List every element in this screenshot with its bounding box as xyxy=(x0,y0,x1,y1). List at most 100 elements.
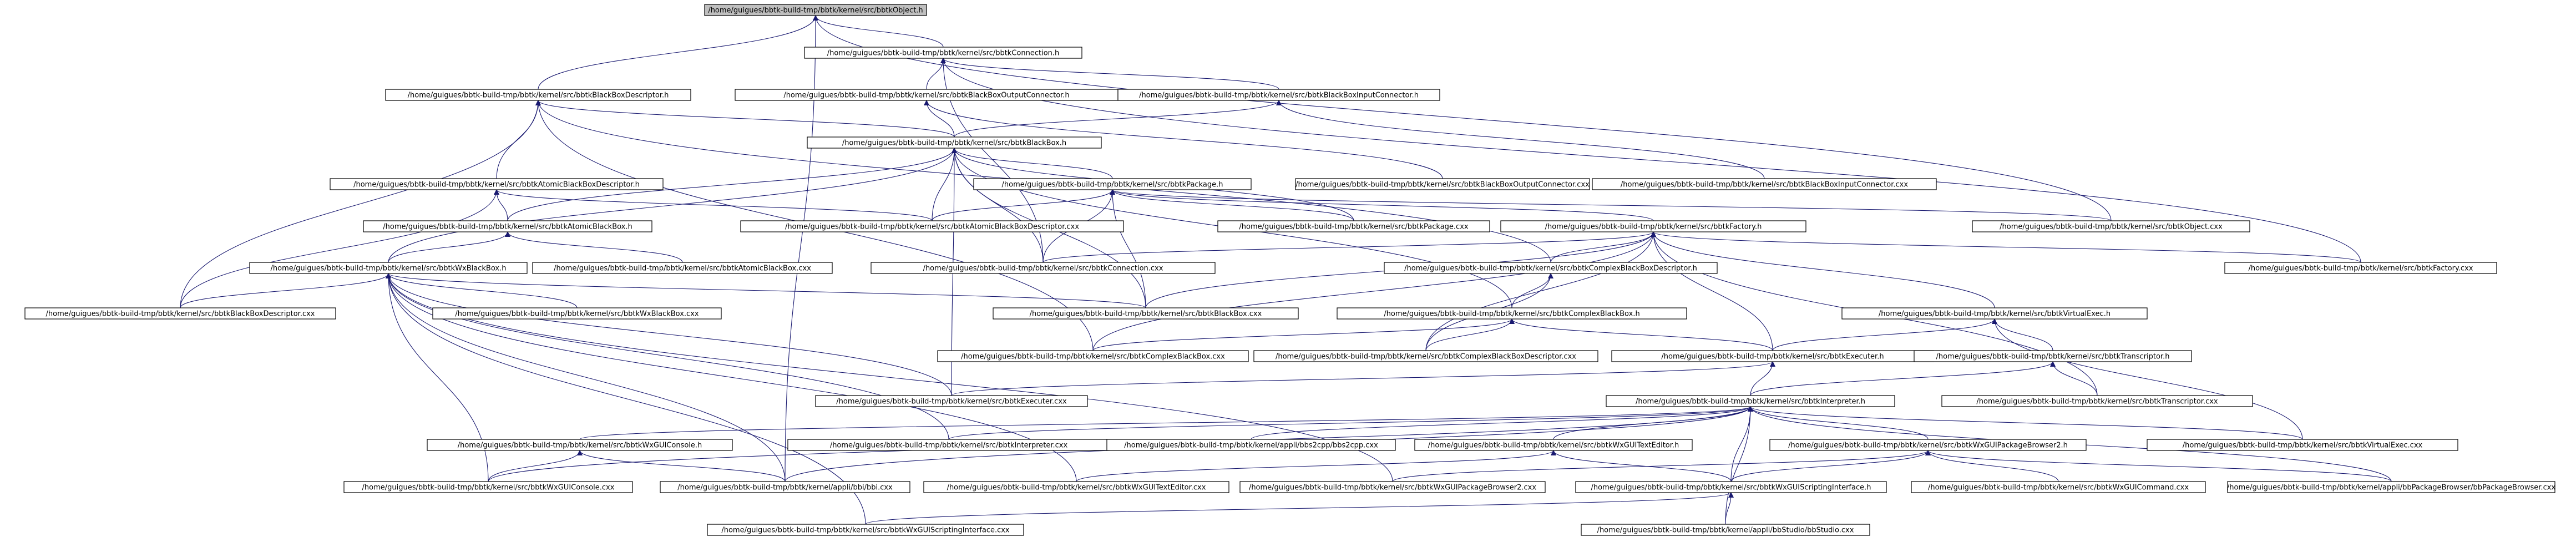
include-edge xyxy=(1110,189,1146,308)
node-label: /home/guigues/bbtk-build-tmp/bbtk/kernel… xyxy=(2249,265,2473,273)
graph-node[interactable]: /home/guigues/bbtk-build-tmp/bbtk/kernel… xyxy=(1841,307,2148,320)
graph-node[interactable]: /home/guigues/bbtk-build-tmp/bbtk/kernel… xyxy=(249,262,528,274)
node-label: /home/guigues/bbtk-build-tmp/bbtk/kernel… xyxy=(1030,310,1262,318)
include-edge xyxy=(505,231,683,263)
node-label: /home/guigues/bbtk-build-tmp/bbtk/kernel… xyxy=(1404,265,1697,273)
graph-node[interactable]: /home/guigues/bbtk-build-tmp/bbtk/kernel… xyxy=(1253,350,1598,362)
node-label: /home/guigues/bbtk-build-tmp/bbtk/kernel… xyxy=(458,442,702,450)
graph-node[interactable]: /home/guigues/bbtk-build-tmp/bbtk/kernel… xyxy=(1606,395,1895,407)
graph-node[interactable]: /home/guigues/bbtk-build-tmp/bbtk/kernel… xyxy=(1384,262,1718,274)
include-edge xyxy=(1992,318,2053,351)
node-label: /home/guigues/bbtk-build-tmp/bbtk/kernel… xyxy=(1661,353,1884,361)
graph-node[interactable]: /home/guigues/bbtk-build-tmp/bbtk/kernel… xyxy=(427,439,733,451)
node-box xyxy=(1414,439,1693,451)
node-box xyxy=(1841,307,2148,320)
include-edge xyxy=(386,273,952,396)
node-label: /home/guigues/bbtk-build-tmp/bbtk/kernel… xyxy=(455,310,699,318)
include-edge xyxy=(2050,361,2098,396)
node-box xyxy=(432,307,722,320)
include-edge xyxy=(865,492,1734,525)
node-box xyxy=(385,89,691,101)
node-label: /home/guigues/bbtk-build-tmp/bbtk/kernel… xyxy=(1295,181,1590,189)
graph-node[interactable]: /home/guigues/bbtk-build-tmp/bbtk/kernel… xyxy=(787,439,1110,451)
graph-node[interactable]: /home/guigues/bbtk-build-tmp/bbtk/kernel… xyxy=(1911,481,2206,493)
graph-node-root: /home/guigues/bbtk-build-tmp/bbtk/kernel… xyxy=(704,4,927,16)
node-box xyxy=(2147,439,2458,451)
graph-node[interactable]: /home/guigues/bbtk-build-tmp/bbtk/kernel… xyxy=(993,307,1299,320)
node-box xyxy=(1941,395,2253,407)
graph-node[interactable]: /home/guigues/bbtk-build-tmp/bbtk/kernel… xyxy=(1914,350,2192,362)
graph-node[interactable]: /home/guigues/bbtk-build-tmp/bbtk/kernel… xyxy=(24,307,336,320)
node-label: /home/guigues/bbtk-build-tmp/bbtk/kernel… xyxy=(677,484,893,492)
include-edge xyxy=(1511,273,1553,308)
graph-node[interactable]: /home/guigues/bbtk-build-tmp/bbtk/kernel… xyxy=(1575,481,1887,493)
graph-node[interactable]: /home/guigues/bbtk-build-tmp/bbtk/kernel… xyxy=(385,89,691,101)
node-box xyxy=(923,481,1229,493)
node-box xyxy=(1217,220,1490,232)
graph-node[interactable]: /home/guigues/bbtk-build-tmp/bbtk/kernel… xyxy=(740,220,1124,232)
graph-node[interactable]: /home/guigues/bbtk-build-tmp/bbtk/kernel… xyxy=(1117,89,1440,101)
graph-node[interactable]: /home/guigues/bbtk-build-tmp/bbtk/kernel… xyxy=(363,220,652,232)
graph-node[interactable]: /home/guigues/bbtk-build-tmp/bbtk/kernel… xyxy=(2227,481,2556,493)
graph-node[interactable]: /home/guigues/bbtk-build-tmp/bbtk/kernel… xyxy=(804,47,1082,59)
node-label: /home/guigues/bbtk-build-tmp/bbtk/kernel… xyxy=(1788,442,2068,450)
graph-node[interactable]: /home/guigues/bbtk-build-tmp/bbtk/kernel… xyxy=(807,136,1102,149)
graph-node[interactable]: /home/guigues/bbtk-build-tmp/bbtk/kernel… xyxy=(1611,350,1934,362)
include-edge xyxy=(1425,318,1515,351)
graph-node[interactable]: /home/guigues/bbtk-build-tmp/bbtk/kernel… xyxy=(1941,395,2253,407)
graph-node[interactable]: /home/guigues/bbtk-build-tmp/bbtk/kernel… xyxy=(735,89,1119,101)
node-layer: /home/guigues/bbtk-build-tmp/bbtk/kernel… xyxy=(24,4,2556,536)
node-box xyxy=(1106,439,1396,451)
node-box xyxy=(993,307,1299,320)
node-label: /home/guigues/bbtk-build-tmp/bbtk/kernel… xyxy=(783,92,1069,100)
graph-node[interactable]: /home/guigues/bbtk-build-tmp/bbtk/kernel… xyxy=(707,524,1024,536)
graph-node[interactable]: /home/guigues/bbtk-build-tmp/bbtk/kernel… xyxy=(1106,439,1396,451)
graph-node[interactable]: /home/guigues/bbtk-build-tmp/bbtk/kernel… xyxy=(1337,307,1687,320)
node-label: /home/guigues/bbtk-build-tmp/bbtk/kernel… xyxy=(554,265,811,273)
graph-node[interactable]: /home/guigues/bbtk-build-tmp/bbtk/kernel… xyxy=(937,350,1249,362)
graph-node[interactable]: /home/guigues/bbtk-build-tmp/bbtk/kernel… xyxy=(1414,439,1693,451)
graph-node[interactable]: /home/guigues/bbtk-build-tmp/bbtk/kernel… xyxy=(1239,481,1546,493)
graph-node[interactable]: /home/guigues/bbtk-build-tmp/bbtk/kernel… xyxy=(660,481,910,493)
graph-node[interactable]: /home/guigues/bbtk-build-tmp/bbtk/kernel… xyxy=(871,262,1216,274)
node-box xyxy=(1972,220,2250,232)
graph-node[interactable]: /home/guigues/bbtk-build-tmp/bbtk/kernel… xyxy=(532,262,833,274)
node-label: /home/guigues/bbtk-build-tmp/bbtk/kernel… xyxy=(1384,310,1639,318)
graph-node[interactable]: /home/guigues/bbtk-build-tmp/bbtk/kernel… xyxy=(923,481,1229,493)
node-label: /home/guigues/bbtk-build-tmp/bbtk/kernel… xyxy=(1621,181,1908,189)
node-label: /home/guigues/bbtk-build-tmp/bbtk/kernel… xyxy=(923,265,1163,273)
include-edge xyxy=(785,15,818,482)
node-label: /home/guigues/bbtk-build-tmp/bbtk/kernel… xyxy=(1928,484,2189,492)
include-edge xyxy=(1750,361,2056,396)
include-edge xyxy=(940,58,1279,90)
graph-node[interactable]: /home/guigues/bbtk-build-tmp/bbtk/kernel… xyxy=(1769,439,2087,451)
graph-node[interactable]: /home/guigues/bbtk-build-tmp/bbtk/kernel… xyxy=(1500,220,1806,232)
node-box xyxy=(363,220,652,232)
node-box xyxy=(1500,220,1806,232)
graph-node[interactable]: /home/guigues/bbtk-build-tmp/bbtk/kernel… xyxy=(1295,178,1590,190)
graph-node[interactable]: /home/guigues/bbtk-build-tmp/bbtk/kernel… xyxy=(2224,262,2497,274)
graph-node[interactable]: /home/guigues/bbtk-build-tmp/bbtk/kernel… xyxy=(330,178,664,190)
node-box xyxy=(1575,481,1887,493)
graph-node[interactable]: /home/guigues/bbtk-build-tmp/bbtk/kernel… xyxy=(1592,178,1937,190)
include-edge xyxy=(577,450,786,482)
node-box xyxy=(871,262,1216,274)
graph-node[interactable]: /home/guigues/bbtk-build-tmp/bbtk/kernel… xyxy=(1217,220,1490,232)
node-label: /home/guigues/bbtk-build-tmp/bbtk/kernel… xyxy=(961,353,1225,361)
graph-node[interactable]: /home/guigues/bbtk-build-tmp/bbtk/kernel… xyxy=(343,481,633,493)
include-edge xyxy=(1042,231,1656,263)
include-edge xyxy=(1550,231,1656,263)
graph-node[interactable]: /home/guigues/bbtk-build-tmp/bbtk/kernel… xyxy=(1581,524,1870,536)
node-box xyxy=(330,178,664,190)
graph-node[interactable]: /home/guigues/bbtk-build-tmp/bbtk/kernel… xyxy=(2147,439,2458,451)
node-box xyxy=(807,136,1102,149)
node-label: /home/guigues/bbtk-build-tmp/bbtk/kernel… xyxy=(408,92,669,100)
graph-node[interactable]: /home/guigues/bbtk-build-tmp/bbtk/kernel… xyxy=(815,395,1088,407)
graph-node[interactable]: /home/guigues/bbtk-build-tmp/bbtk/kernel… xyxy=(973,178,1252,190)
graph-node[interactable]: /home/guigues/bbtk-build-tmp/bbtk/kernel… xyxy=(1972,220,2250,232)
node-label: /home/guigues/bbtk-build-tmp/bbtk/kernel… xyxy=(2183,442,2423,450)
graph-node[interactable]: /home/guigues/bbtk-build-tmp/bbtk/kernel… xyxy=(432,307,722,320)
node-box xyxy=(704,4,927,16)
include-edge xyxy=(494,189,508,221)
include-edge xyxy=(1092,318,1515,351)
